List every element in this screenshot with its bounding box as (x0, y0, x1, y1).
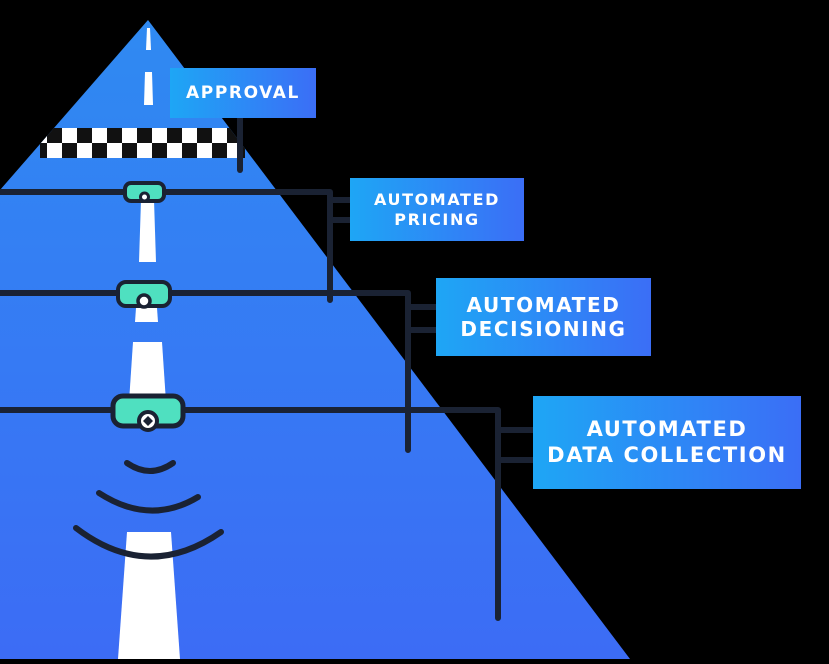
sign-approval: APPROVAL (170, 68, 316, 118)
sensor-icon (110, 393, 186, 432)
checkered-finish-line (40, 128, 245, 158)
lane-marking (139, 200, 156, 262)
wire-pricing (0, 189, 333, 303)
sign-automated-pricing: AUTOMATED PRICING (350, 178, 524, 241)
sign-collection-line-1: AUTOMATED (586, 417, 748, 442)
sign-automated-data-collection: AUTOMATED DATA COLLECTION (533, 396, 801, 489)
sign-collection-line-2: DATA COLLECTION (547, 442, 787, 467)
lane-marking (144, 72, 153, 105)
lane-markings (118, 28, 180, 659)
lane-marking (118, 532, 180, 659)
sign-pricing-line-2: PRICING (394, 209, 480, 229)
sensor-icon (123, 181, 166, 203)
sign-automated-decisioning: AUTOMATED DECISIONING (436, 278, 651, 356)
sign-decisioning-line-2: DECISIONING (460, 317, 627, 341)
lane-marking (135, 308, 158, 322)
lane-marking (146, 28, 151, 50)
sign-pricing-line-1: AUTOMATED (374, 190, 500, 210)
lane-marking (129, 342, 166, 402)
sign-approval-line-1: APPROVAL (186, 82, 300, 103)
sign-decisioning-line-1: AUTOMATED (466, 293, 621, 317)
road (0, 20, 630, 659)
sensor-icon (116, 280, 172, 309)
signal-waves-icon (73, 460, 224, 560)
